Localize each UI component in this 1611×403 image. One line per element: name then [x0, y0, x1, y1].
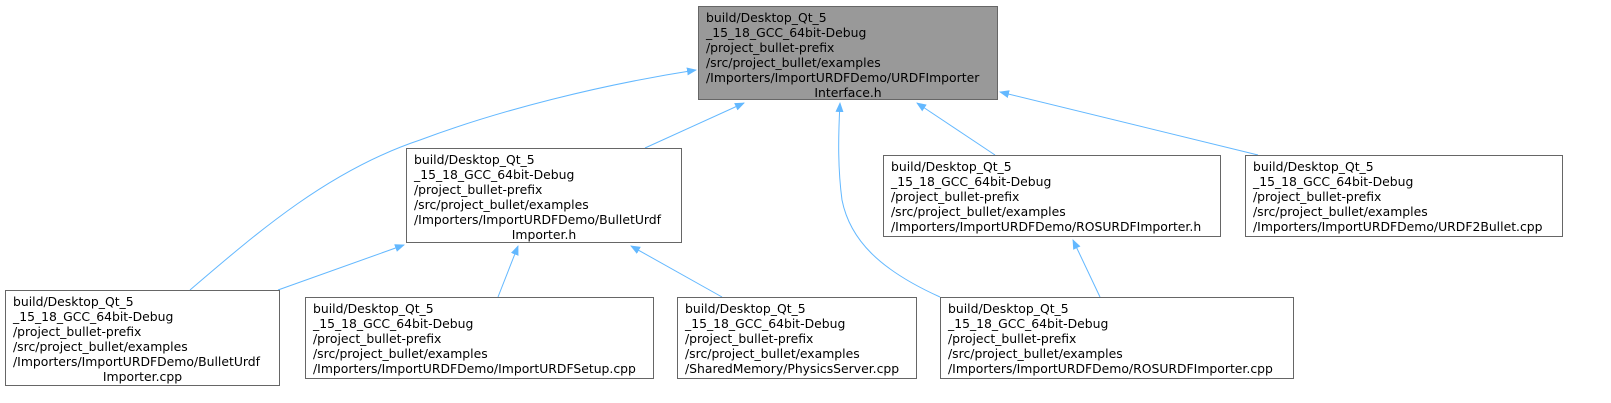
node-text-line: build/Desktop_Qt_5	[13, 294, 134, 309]
node-text-line: Importer.h	[511, 227, 577, 242]
node-text-line: /project_bullet-prefix	[891, 189, 1020, 204]
node-text-line: /project_bullet-prefix	[948, 331, 1077, 346]
node-text-line: _15_18_GCC_64bit-Debug	[13, 309, 174, 324]
edge-n7-to-n2	[1072, 239, 1101, 298]
node-text-line: _15_18_GCC_64bit-Debug	[414, 167, 575, 182]
node-text-line: /src/project_bullet/examples	[948, 346, 1123, 361]
node-import-urdf-setup-cpp[interactable]: build/Desktop_Qt_5 _15_18_GCC_64bit-Debu…	[305, 297, 654, 379]
node-text-line: /Importers/ImportURDFDemo/BulletUrdf	[414, 212, 661, 227]
node-text-line: _15_18_GCC_64bit-Debug	[948, 316, 1109, 331]
node-text-line: build/Desktop_Qt_5	[948, 301, 1069, 316]
edge-n2-to-n0	[916, 102, 996, 156]
edge-n5-to-n1	[497, 245, 519, 298]
node-text-line: /Importers/ImportURDFDemo/ROSURDFImporte…	[948, 361, 1273, 376]
node-text-line: /src/project_bullet/examples	[1253, 204, 1428, 219]
node-urdf2bullet-cpp[interactable]: build/Desktop_Qt_5 _15_18_GCC_64bit-Debu…	[1245, 155, 1563, 237]
node-text-line: build/Desktop_Qt_5	[313, 301, 434, 316]
edge-n4-to-n0	[189, 67, 697, 291]
node-text-line: _15_18_GCC_64bit-Debug	[706, 25, 867, 40]
node-bullet-urdf-importer-cpp[interactable]: build/Desktop_Qt_5 _15_18_GCC_64bit-Debu…	[5, 290, 280, 386]
edge-n4-to-n1	[277, 244, 405, 291]
node-text-line: build/Desktop_Qt_5	[891, 159, 1012, 174]
node-text-line: /Importers/ImportURDFDemo/ROSURDFImporte…	[891, 219, 1202, 234]
node-text-line: _15_18_GCC_64bit-Debug	[685, 316, 846, 331]
node-text-line: /project_bullet-prefix	[13, 324, 142, 339]
node-text-line: /src/project_bullet/examples	[685, 346, 860, 361]
node-text-line: /src/project_bullet/examples	[891, 204, 1066, 219]
node-text-line: _15_18_GCC_64bit-Debug	[1253, 174, 1414, 189]
node-text-line: /Importers/ImportURDFDemo/BulletUrdf	[13, 354, 260, 369]
node-text-line: /project_bullet-prefix	[414, 182, 543, 197]
node-text-line: /project_bullet-prefix	[1253, 189, 1382, 204]
edge-n6-to-n1	[630, 245, 723, 298]
node-bullet-urdf-importer-h[interactable]: build/Desktop_Qt_5 _15_18_GCC_64bit-Debu…	[406, 148, 682, 243]
node-ros-urdf-importer-cpp[interactable]: build/Desktop_Qt_5 _15_18_GCC_64bit-Debu…	[940, 297, 1294, 379]
node-urdf-importer-interface-h[interactable]: build/Desktop_Qt_5 _15_18_GCC_64bit-Debu…	[698, 6, 998, 100]
node-text-line: /Importers/ImportURDFDemo/ImportURDFSetu…	[313, 361, 636, 376]
node-text-line: /Importers/ImportURDFDemo/URDFImporter	[706, 70, 980, 85]
node-text-line: /SharedMemory/PhysicsServer.cpp	[685, 361, 900, 376]
node-text-line: _15_18_GCC_64bit-Debug	[313, 316, 474, 331]
edge-n1-to-n0	[644, 102, 745, 149]
node-text-line: /project_bullet-prefix	[313, 331, 442, 346]
node-text-line: Interface.h	[814, 85, 882, 100]
node-text-line: build/Desktop_Qt_5	[685, 301, 806, 316]
node-text-line: /src/project_bullet/examples	[13, 339, 188, 354]
edge-n3-to-n0	[999, 90, 1259, 156]
edge-n7-to-n0	[835, 102, 941, 298]
node-text-line: /src/project_bullet/examples	[414, 197, 589, 212]
node-text-line: /project_bullet-prefix	[706, 40, 835, 55]
node-text-line: /src/project_bullet/examples	[706, 55, 881, 70]
node-text-line: /project_bullet-prefix	[685, 331, 814, 346]
node-text-line: build/Desktop_Qt_5	[1253, 159, 1374, 174]
node-text-line: /src/project_bullet/examples	[313, 346, 488, 361]
node-text-line: /Importers/ImportURDFDemo/URDF2Bullet.cp…	[1253, 219, 1543, 234]
node-ros-urdf-importer-h[interactable]: build/Desktop_Qt_5 _15_18_GCC_64bit-Debu…	[883, 155, 1221, 237]
node-physics-server-cpp[interactable]: build/Desktop_Qt_5 _15_18_GCC_64bit-Debu…	[677, 297, 917, 379]
node-text-line: _15_18_GCC_64bit-Debug	[891, 174, 1052, 189]
node-text-line: build/Desktop_Qt_5	[706, 10, 827, 25]
node-text-line: build/Desktop_Qt_5	[414, 152, 535, 167]
node-text-line: Importer.cpp	[102, 369, 183, 384]
